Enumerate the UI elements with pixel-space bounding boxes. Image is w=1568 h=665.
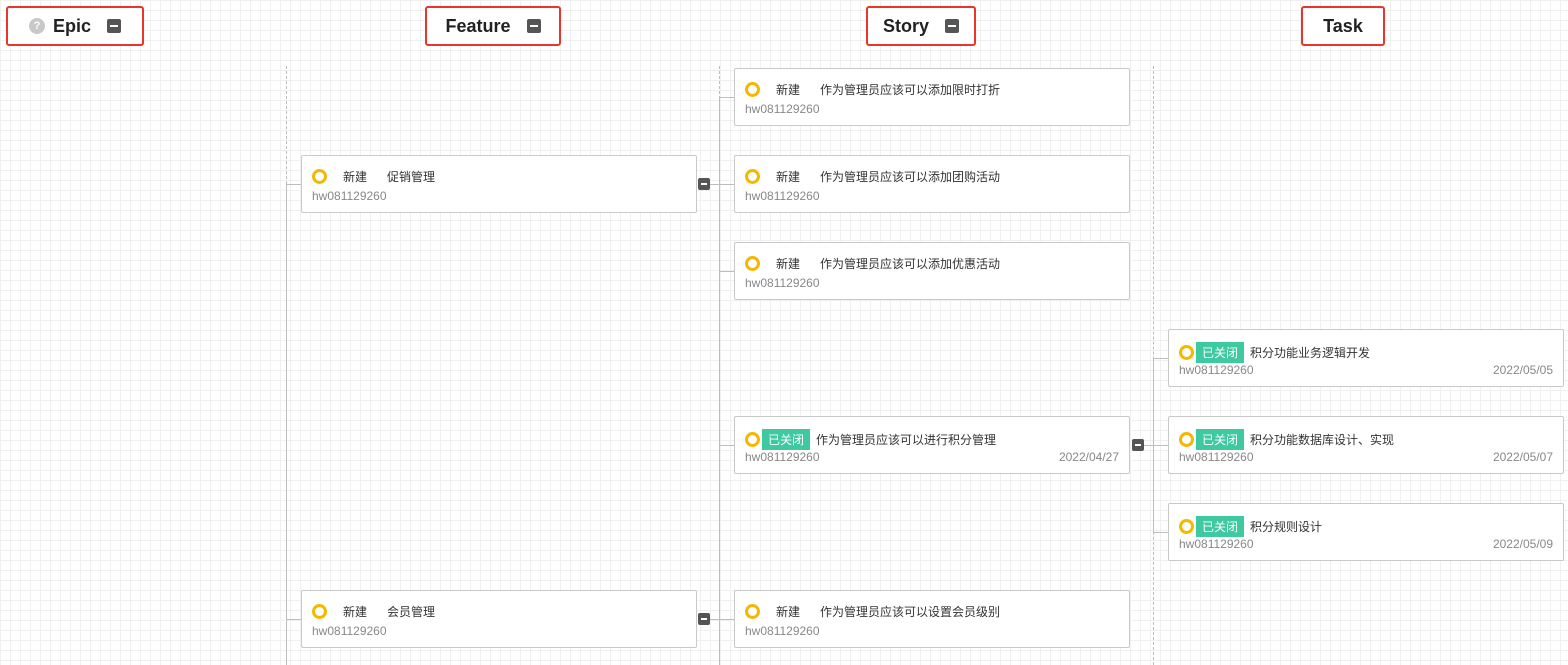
status-ring-icon	[745, 82, 760, 97]
tree-connector	[719, 271, 734, 272]
card-id: hw081129260	[1179, 537, 1254, 551]
tree-connector	[719, 97, 720, 665]
tree-connector	[286, 184, 301, 185]
tree-connector	[698, 619, 734, 620]
status-ring-icon	[312, 169, 327, 184]
card-id: hw081129260	[1179, 363, 1254, 377]
status-badge: 已关闭	[762, 429, 811, 450]
card-date: 2022/04/27	[1058, 450, 1119, 464]
card-title[interactable]: 积分功能业务逻辑开发	[1250, 346, 1371, 360]
status-label: 新建	[776, 83, 801, 97]
collapse-icon[interactable]	[107, 19, 121, 33]
status-badge: 已关闭	[1196, 342, 1245, 363]
card-id: hw081129260	[745, 189, 820, 203]
task-card[interactable]: 已关闭 积分规则设计 hw081129260 2022/05/09	[1168, 503, 1564, 561]
story-card[interactable]: 新建 作为管理员应该可以设置会员级别 hw081129260	[734, 590, 1130, 648]
card-title[interactable]: 作为管理员应该可以添加优惠活动	[820, 257, 1001, 271]
tree-connector	[1153, 532, 1168, 533]
story-column-header: Story	[866, 6, 976, 46]
status-ring-icon	[745, 432, 760, 447]
task-card[interactable]: 已关闭 积分功能数据库设计、实现 hw081129260 2022/05/07	[1168, 416, 1564, 474]
card-id: hw081129260	[745, 624, 820, 638]
status-label: 新建	[343, 605, 368, 619]
tree-connector	[719, 97, 734, 98]
status-ring-icon	[312, 604, 327, 619]
status-ring-icon	[745, 604, 760, 619]
card-title[interactable]: 作为管理员应该可以设置会员级别	[820, 605, 1001, 619]
story-column-title: Story	[882, 15, 929, 36]
card-title[interactable]: 积分功能数据库设计、实现	[1250, 433, 1395, 447]
card-id: hw081129260	[745, 276, 820, 290]
card-id: hw081129260	[312, 189, 387, 203]
status-ring-icon	[745, 169, 760, 184]
card-id: hw081129260	[1179, 450, 1254, 464]
feature-column-header: Feature	[425, 6, 561, 46]
feature-card[interactable]: 新建 促销管理 hw081129260	[301, 155, 697, 213]
epic-column-header: ? Epic	[6, 6, 144, 46]
collapse-toggle-icon[interactable]	[698, 178, 710, 190]
card-title[interactable]: 会员管理	[387, 605, 436, 619]
card-title[interactable]: 作为管理员应该可以进行积分管理	[816, 433, 997, 447]
story-card[interactable]: 新建 作为管理员应该可以添加团购活动 hw081129260	[734, 155, 1130, 213]
status-ring-icon	[1179, 432, 1194, 447]
collapse-icon[interactable]	[945, 19, 959, 33]
card-id: hw081129260	[312, 624, 387, 638]
card-id: hw081129260	[745, 450, 820, 464]
status-label: 新建	[776, 170, 801, 184]
task-card[interactable]: 已关闭 积分功能业务逻辑开发 hw081129260 2022/05/05	[1168, 329, 1564, 387]
tree-connector	[719, 445, 734, 446]
tree-connector	[698, 184, 734, 185]
feature-column-title: Feature	[445, 15, 511, 36]
tree-connector	[1153, 358, 1168, 359]
card-id: hw081129260	[745, 102, 820, 116]
status-ring-icon	[1179, 519, 1194, 534]
status-label: 新建	[776, 257, 801, 271]
collapse-toggle-icon[interactable]	[1132, 439, 1144, 451]
card-date: 2022/05/09	[1492, 537, 1553, 551]
epic-column-title: Epic	[52, 15, 91, 36]
story-card[interactable]: 新建 作为管理员应该可以添加限时打折 hw081129260	[734, 68, 1130, 126]
card-date: 2022/05/05	[1492, 363, 1553, 377]
tree-connector	[1132, 445, 1168, 446]
help-icon[interactable]: ?	[28, 18, 45, 34]
story-card[interactable]: 新建 作为管理员应该可以添加优惠活动 hw081129260	[734, 242, 1130, 300]
card-title[interactable]: 作为管理员应该可以添加团购活动	[820, 170, 1001, 184]
status-label: 新建	[776, 605, 801, 619]
card-title[interactable]: 促销管理	[387, 170, 436, 184]
task-column-header: Task	[1301, 6, 1385, 46]
tree-connector	[286, 619, 301, 620]
card-date: 2022/05/07	[1492, 450, 1553, 464]
status-badge: 已关闭	[1196, 516, 1245, 537]
status-ring-icon	[745, 256, 760, 271]
status-label: 新建	[343, 170, 368, 184]
card-title[interactable]: 积分规则设计	[1250, 520, 1323, 534]
card-title[interactable]: 作为管理员应该可以添加限时打折	[820, 83, 1001, 97]
collapse-icon[interactable]	[526, 19, 541, 33]
collapse-toggle-icon[interactable]	[698, 613, 710, 625]
tree-connector	[286, 184, 287, 665]
feature-card[interactable]: 新建 会员管理 hw081129260	[301, 590, 697, 648]
status-ring-icon	[1179, 345, 1194, 360]
status-badge: 已关闭	[1196, 429, 1245, 450]
task-column-title: Task	[1323, 15, 1363, 36]
story-card[interactable]: 已关闭 作为管理员应该可以进行积分管理 hw081129260 2022/04/…	[734, 416, 1130, 474]
